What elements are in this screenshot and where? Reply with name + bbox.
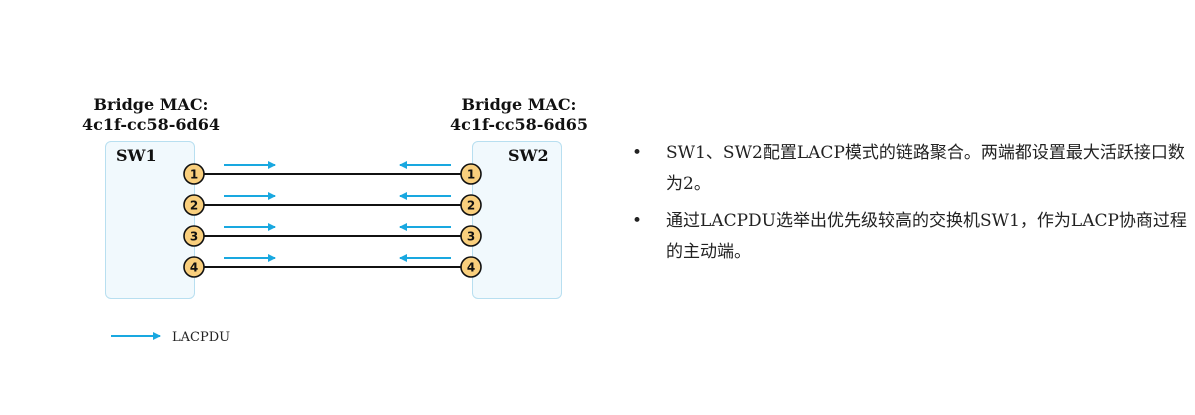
bullet-text-1: SW1、SW2配置LACP模式的链路聚合。两端都设置最大活跃接口数为2。 (666, 143, 1185, 194)
sw1-port-3-circle (183, 225, 205, 247)
bullet-item-2: • 通过LACPDU选举出优先级较高的交换机SW1，作为LACP协商过程的主动端… (630, 206, 1190, 268)
sw1-port-3-label: 3 (190, 230, 198, 244)
sw2-port-2-circle (460, 194, 482, 216)
sw2-port-3-circle (460, 225, 482, 247)
sw1-port-2-circle (183, 194, 205, 216)
legend: LACPDU (111, 330, 230, 345)
links-group: 1 1 2 2 3 3 4 4 (183, 161, 482, 278)
sw1-mac-title: Bridge MAC: (93, 95, 209, 114)
sw2-port-1-label: 1 (467, 168, 475, 182)
sw1-port-1-label: 1 (190, 168, 198, 182)
sw1-box (105, 141, 195, 299)
bullet-item-1: • SW1、SW2配置LACP模式的链路聚合。两端都设置最大活跃接口数为2。 (630, 138, 1190, 200)
sw1-port-4-circle (183, 256, 205, 278)
bullet-dot-icon: • (632, 143, 643, 163)
sw1-mac-label: Bridge MAC: 4c1f-cc58-6d64 (51, 95, 251, 135)
sw2-port-4-label: 4 (467, 261, 475, 275)
sw1-port-1-circle (183, 163, 205, 185)
bullet-list: • SW1、SW2配置LACP模式的链路聚合。两端都设置最大活跃接口数为2。 •… (630, 138, 1190, 274)
sw1-port-2-label: 2 (190, 199, 198, 213)
sw1-mac-value: 4c1f-cc58-6d64 (82, 115, 220, 134)
sw2-mac-title: Bridge MAC: (461, 95, 577, 114)
sw2-mac-value: 4c1f-cc58-6d65 (450, 115, 588, 134)
sw2-port-3-label: 3 (467, 230, 475, 244)
sw2-port-4-circle (460, 256, 482, 278)
sw2-name: SW2 (508, 146, 549, 165)
sw2-port-1-circle (460, 163, 482, 185)
legend-label: LACPDU (172, 330, 230, 345)
sw2-box (472, 141, 562, 299)
bullet-dot-icon: • (632, 211, 643, 231)
sw1-port-4-label: 4 (190, 261, 198, 275)
sw2-port-2-label: 2 (467, 199, 475, 213)
bullet-text-2: 通过LACPDU选举出优先级较高的交换机SW1，作为LACP协商过程的主动端。 (666, 211, 1187, 262)
sw2-mac-label: Bridge MAC: 4c1f-cc58-6d65 (419, 95, 619, 135)
sw1-name: SW1 (116, 146, 157, 165)
